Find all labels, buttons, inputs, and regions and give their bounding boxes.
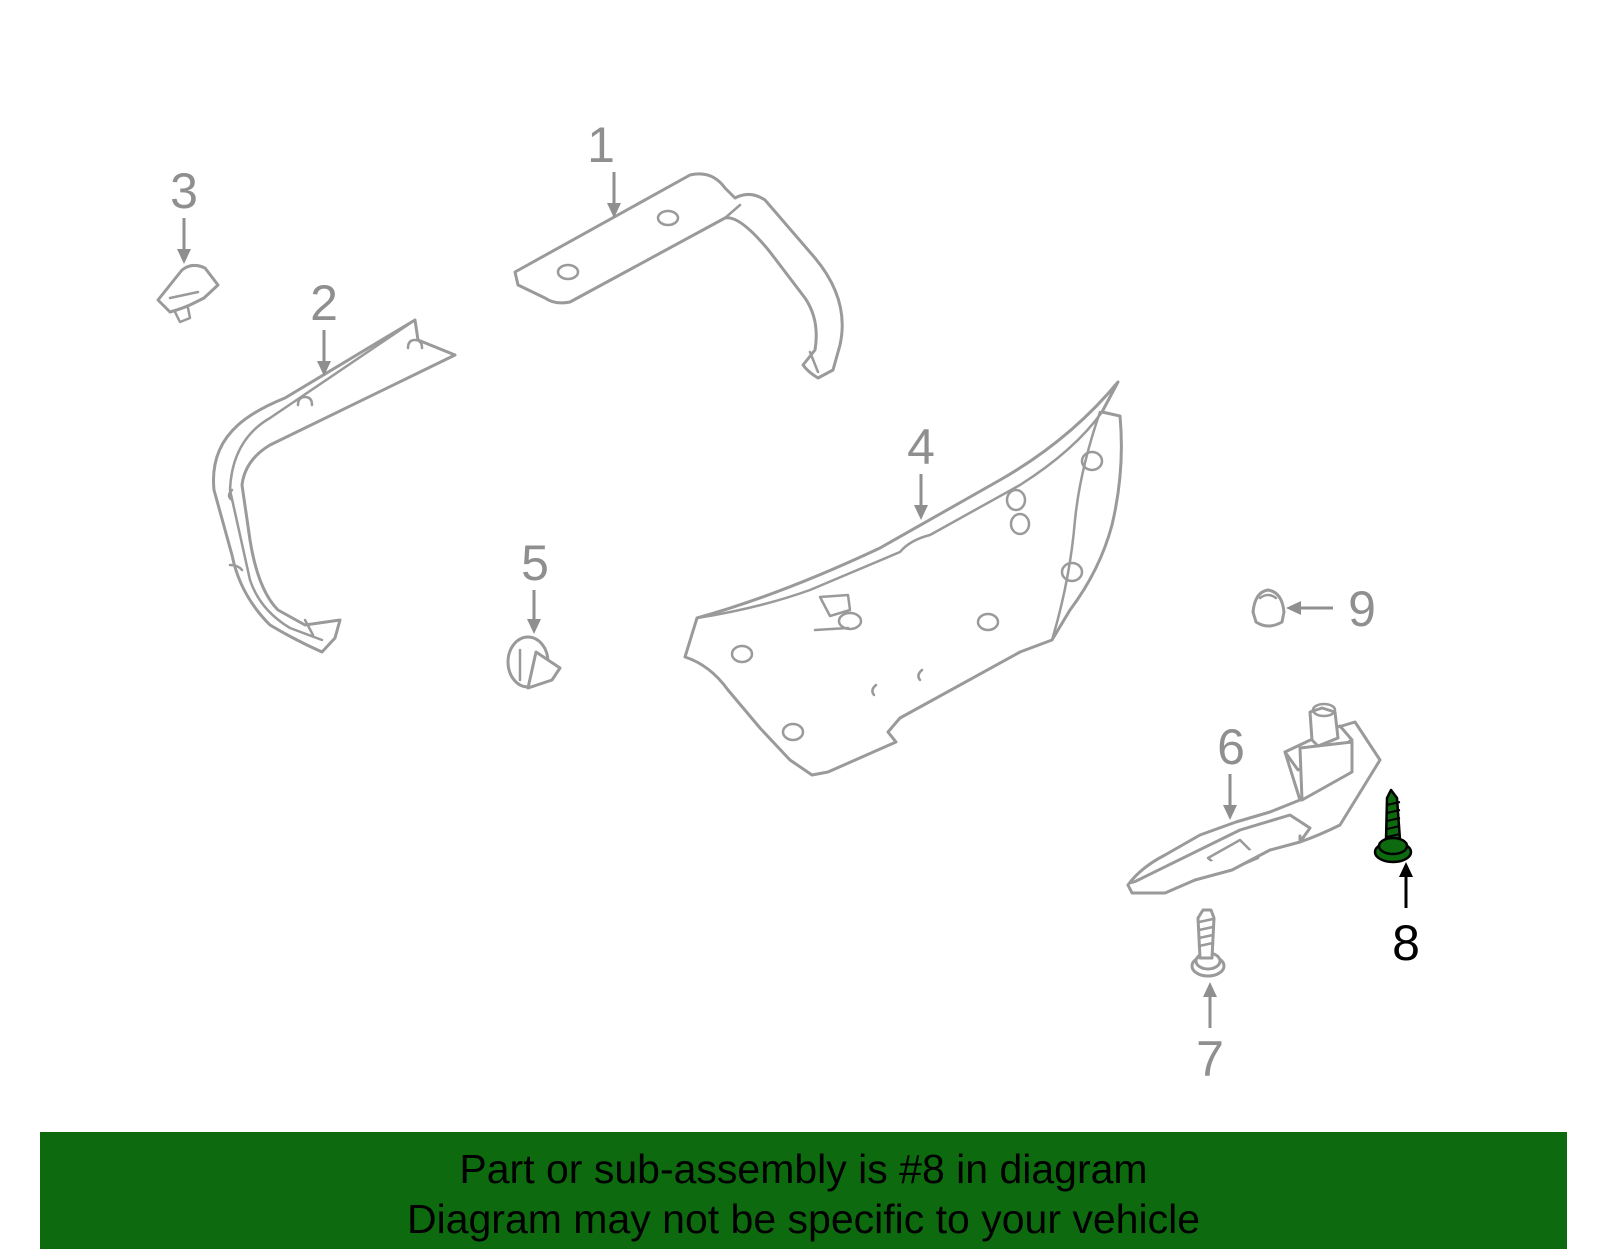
- banner-line-2: Diagram may not be specific to your vehi…: [406, 1195, 1200, 1242]
- svg-text:9: 9: [1348, 581, 1376, 637]
- part-3-clip: [156, 263, 220, 324]
- svg-text:6: 6: [1217, 719, 1245, 775]
- callout-4: 4: [907, 419, 935, 520]
- svg-text:7: 7: [1196, 1031, 1224, 1087]
- callout-6: 6: [1217, 719, 1245, 820]
- callout-8: 8: [1392, 862, 1420, 971]
- svg-text:5: 5: [521, 535, 549, 591]
- part-6-bracket: [1126, 702, 1382, 895]
- part-1-trim: [513, 172, 844, 380]
- svg-text:4: 4: [907, 419, 935, 475]
- callout-9: 9: [1286, 581, 1376, 637]
- part-4-panel: [683, 380, 1123, 777]
- svg-text:8: 8: [1392, 915, 1420, 971]
- banner-line-1: Part or sub-assembly is #8 in diagram: [459, 1145, 1148, 1192]
- notice-banner: Part or sub-assembly is #8 in diagram Di…: [40, 1132, 1567, 1249]
- callout-2: 2: [310, 275, 338, 376]
- part-9-cap: [1251, 588, 1286, 628]
- svg-text:2: 2: [310, 275, 338, 331]
- part-2-trim: [212, 318, 457, 654]
- callout-7: 7: [1196, 982, 1224, 1087]
- part-7-screw: [1190, 908, 1226, 978]
- callout-5: 5: [521, 535, 549, 634]
- svg-text:3: 3: [170, 163, 198, 219]
- svg-text:1: 1: [587, 117, 615, 173]
- callout-3: 3: [170, 163, 198, 264]
- callout-1: 1: [587, 117, 621, 218]
- part-8-screw: [1373, 788, 1413, 864]
- part-5-retainer: [506, 635, 562, 690]
